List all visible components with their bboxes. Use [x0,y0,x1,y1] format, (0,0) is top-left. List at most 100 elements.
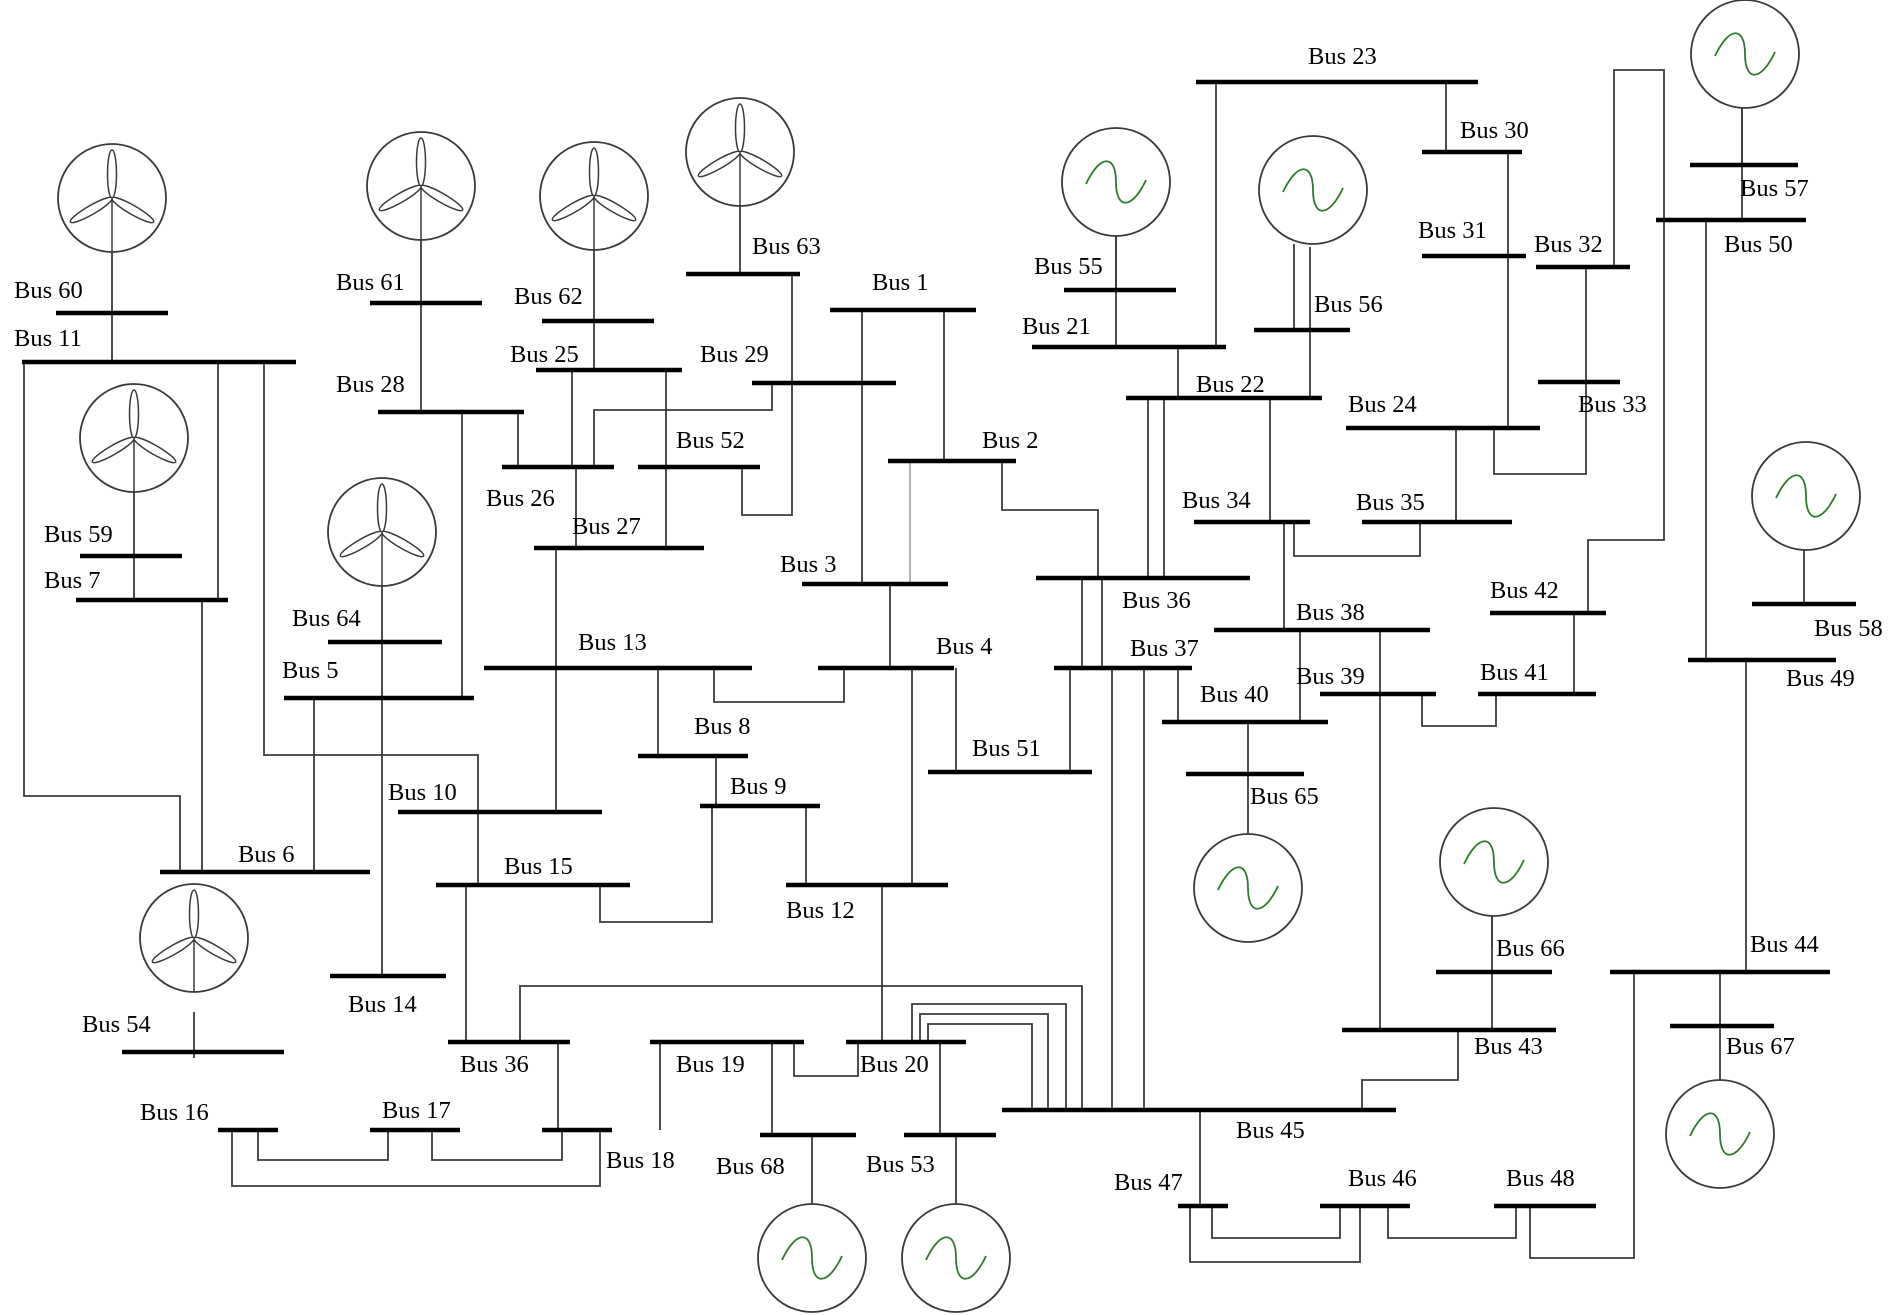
line-29-26 [593,383,773,467]
bus-label-57: Bus 57 [1740,175,1809,202]
bus-label-27: Bus 27 [572,513,641,540]
bus-label-55: Bus 55 [1034,253,1103,280]
wind-turbine-icon [57,143,167,253]
bus-label-40: Bus 40 [1200,681,1269,708]
bus-label-48: Bus 48 [1506,1165,1575,1192]
line-47-46-a [1211,1206,1341,1239]
bus-label-8: Bus 8 [694,713,751,740]
bus-label-19: Bus 19 [676,1051,745,1078]
bus-label-39: Bus 39 [1296,663,1365,690]
transmission-lines [23,69,1805,1263]
bus-label-31: Bus 31 [1418,217,1487,244]
generator-icon [1751,441,1861,551]
bus-label-47: Bus 47 [1114,1169,1183,1196]
line-16-17 [257,1130,389,1161]
wind-turbine-icon [539,141,649,251]
generator-icon [1061,127,1171,237]
bus-label-25: Bus 25 [510,341,579,368]
bus-label-20: Bus 20 [860,1051,929,1078]
line-63-52 [741,274,793,516]
wind-turbine-icon [366,131,476,241]
line-20-45-b [919,1013,1049,1110]
line-36b-45 [519,985,1083,1110]
wind-turbine-icon [685,97,795,207]
bus-label-32: Bus 32 [1534,231,1603,258]
line-13-4 [713,668,845,703]
bus-label-43: Bus 43 [1474,1033,1543,1060]
generator-icon [1193,833,1303,943]
bus-label-3: Bus 3 [780,551,837,578]
bus-label-36b: Bus 36 [460,1051,529,1078]
bus-label-26: Bus 26 [486,485,555,512]
bus-label-16: Bus 16 [140,1099,209,1126]
line-9-15 [599,806,713,923]
generator-icon [757,1203,867,1313]
line-48-44 [1529,972,1635,1259]
bus-label-49: Bus 49 [1786,665,1855,692]
bus-label-45: Bus 45 [1236,1117,1305,1144]
synchronous-generators [757,0,1861,1313]
line-17-18 [431,1130,563,1161]
bus-label-38: Bus 38 [1296,599,1365,626]
bus-label-54: Bus 54 [82,1011,151,1038]
bus-label-60: Bus 60 [14,277,83,304]
bus-label-52: Bus 52 [676,427,745,454]
bus-label-15: Bus 15 [504,853,573,880]
bus-label-51: Bus 51 [972,735,1041,762]
bus-label-23: Bus 23 [1308,43,1377,70]
bus-label-28: Bus 28 [336,371,405,398]
bus-label-24: Bus 24 [1348,391,1417,418]
generator-icon [1665,1079,1775,1189]
bus-label-41: Bus 41 [1480,659,1549,686]
line-39-41 [1421,694,1497,727]
line-20-45-c [927,1023,1033,1110]
bus-label-30: Bus 30 [1460,117,1529,144]
bus-label-62: Bus 62 [514,283,583,310]
bus-label-13: Bus 13 [578,629,647,656]
bus-label-44: Bus 44 [1750,931,1819,958]
bus-label-22: Bus 22 [1196,371,1265,398]
bus-label-5: Bus 5 [282,657,339,684]
line-11-10 [263,362,479,812]
generator-icon [901,1203,1011,1313]
line-34-35 [1293,522,1421,557]
bus-label-42: Bus 42 [1490,577,1559,604]
bus-label-58: Bus 58 [1814,615,1883,642]
line-11-6 [23,362,181,872]
bus-label-68: Bus 68 [716,1153,785,1180]
line-46-48 [1387,1206,1517,1239]
bus-label-4: Bus 4 [936,633,993,660]
bus-label-61: Bus 61 [336,269,405,296]
bus-label-10: Bus 10 [388,779,457,806]
bus-bars [22,79,1856,1209]
line-19-20 [793,1042,859,1077]
bus-label-46: Bus 46 [1348,1165,1417,1192]
bus-label-64: Bus 64 [292,605,361,632]
wind-turbine-icon [327,477,437,587]
line-42-32 [1587,69,1665,613]
bus-label-56: Bus 56 [1314,291,1383,318]
wind-turbine-icon [79,383,189,493]
bus-label-2: Bus 2 [982,427,1039,454]
bus-label-50: Bus 50 [1724,231,1793,258]
bus-label-18: Bus 18 [606,1147,675,1174]
bus-label-36: Bus 36 [1122,587,1191,614]
wind-turbine-icon [139,883,249,993]
bus-label-33: Bus 33 [1578,391,1647,418]
line-2-36 [1001,461,1099,578]
bus-label-7: Bus 7 [44,567,101,594]
bus-label-67: Bus 67 [1726,1033,1795,1060]
line-47-46-b [1189,1206,1361,1263]
line-20-45-a [911,1003,1067,1110]
bus-label-1: Bus 1 [872,269,929,296]
bus-label-66: Bus 66 [1496,935,1565,962]
bus-label-9: Bus 9 [730,773,787,800]
bus-label-14: Bus 14 [348,991,417,1018]
bus-label-12: Bus 12 [786,897,855,924]
line-43-45 [1361,1030,1459,1110]
bus-label-34: Bus 34 [1182,487,1251,514]
bus-label-53: Bus 53 [866,1151,935,1178]
generator-icon [1258,135,1368,245]
bus-label-35: Bus 35 [1356,489,1425,516]
